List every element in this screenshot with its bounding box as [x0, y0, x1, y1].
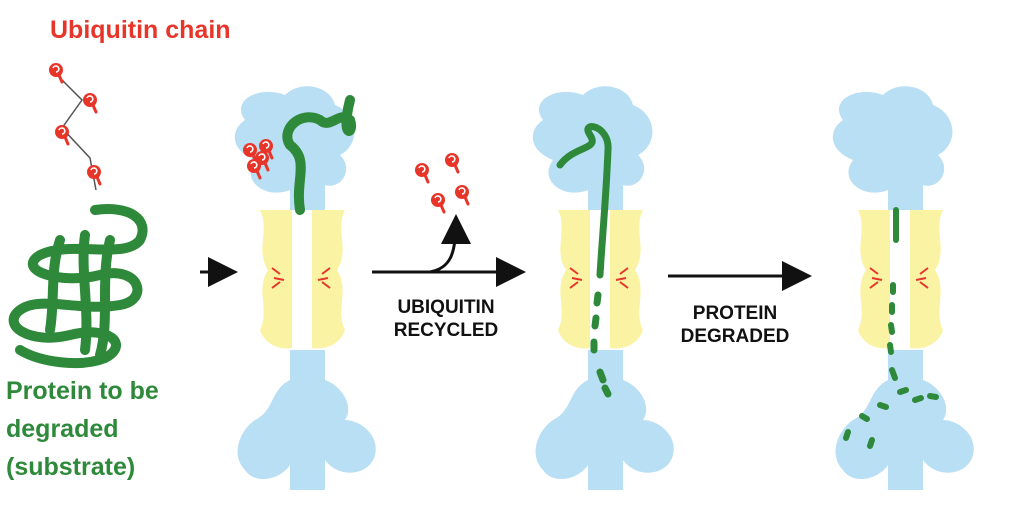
protein-degraded-label: PROTEIN DEGRADED [660, 302, 810, 348]
folded-substrate-protein [8, 204, 148, 368]
substrate-label-line-2: degraded [6, 415, 119, 443]
step-2-line-2: DEGRADED [680, 326, 790, 347]
step-1-line-1: UBIQUITIN [397, 297, 495, 318]
ubiquitin-chain-label: Ubiquitin chain [50, 16, 231, 44]
translocating-substrate [556, 123, 612, 398]
proteasome-stage-4 [832, 86, 974, 490]
ubiquitin-chain [47, 61, 103, 191]
proteasome-stage-3 [532, 86, 674, 490]
substrate-label-line-3: (substrate) [6, 453, 136, 481]
step-1-line-2: RECYCLED [393, 320, 499, 341]
substrate-label: Protein to be degraded (substrate) [6, 372, 216, 486]
step-2-line-1: PROTEIN [692, 303, 778, 324]
arrow-2 [372, 214, 526, 287]
ubiquitin-recycled-label: UBIQUITIN RECYCLED [376, 296, 516, 342]
peptide-fragments [843, 207, 939, 449]
substrate-label-line-1: Protein to be [6, 377, 159, 405]
recycled-ubiquitin [413, 151, 471, 214]
unfolding-substrate [282, 95, 356, 215]
